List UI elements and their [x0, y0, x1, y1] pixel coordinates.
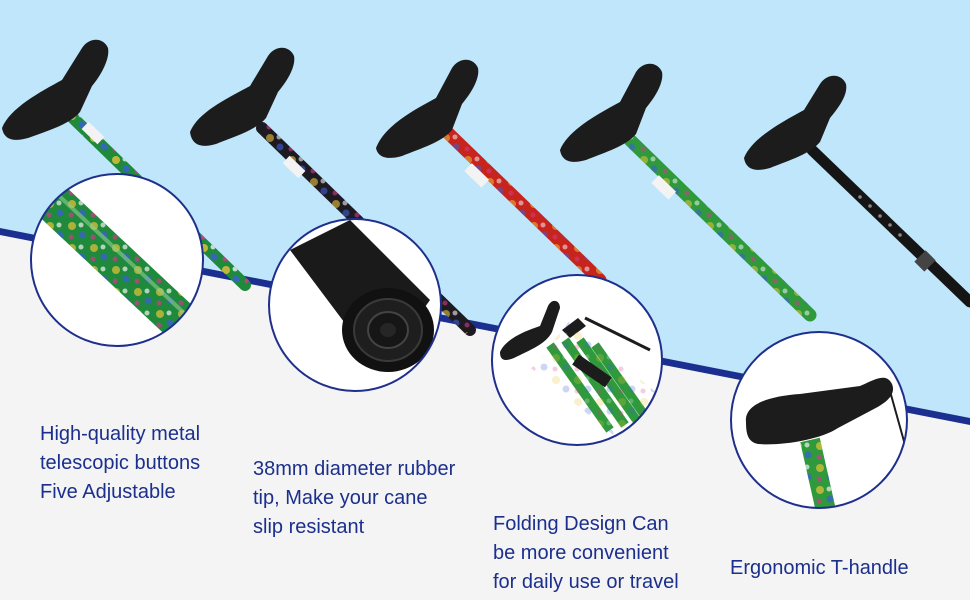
detail-circle-t-handle [730, 331, 908, 509]
caption-folding-design: Folding Design Can be more convenient fo… [493, 513, 679, 593]
cane-handle [376, 59, 479, 158]
caption-telescopic-buttons: High-quality metal telescopic buttons Fi… [40, 423, 201, 503]
cane-handle [744, 75, 847, 170]
caption-t-handle: Ergonomic T-handle [730, 557, 909, 579]
cane-3 [376, 59, 607, 287]
adjust-holes [858, 195, 902, 237]
detail-circle-telescopic-buttons [30, 173, 204, 347]
cane-collar [914, 250, 936, 272]
cane-4 [560, 63, 817, 322]
cane-5 [744, 75, 970, 308]
detail-circle-rubber-tip [268, 218, 442, 392]
cane-handle [560, 63, 663, 162]
cane-handle [190, 47, 295, 146]
cane-label [282, 155, 306, 179]
cane-label [651, 175, 677, 200]
cane-handle [2, 39, 109, 140]
cane-label [81, 121, 105, 145]
cane-label [464, 163, 490, 188]
caption-rubber-tip: 38mm diameter rubber tip, Make your cane… [253, 458, 456, 538]
floor-background [0, 228, 970, 600]
cane-shaft-pattern [625, 135, 815, 320]
cane-shaft-pattern [442, 127, 605, 285]
detail-circle-folding-design [491, 274, 663, 446]
